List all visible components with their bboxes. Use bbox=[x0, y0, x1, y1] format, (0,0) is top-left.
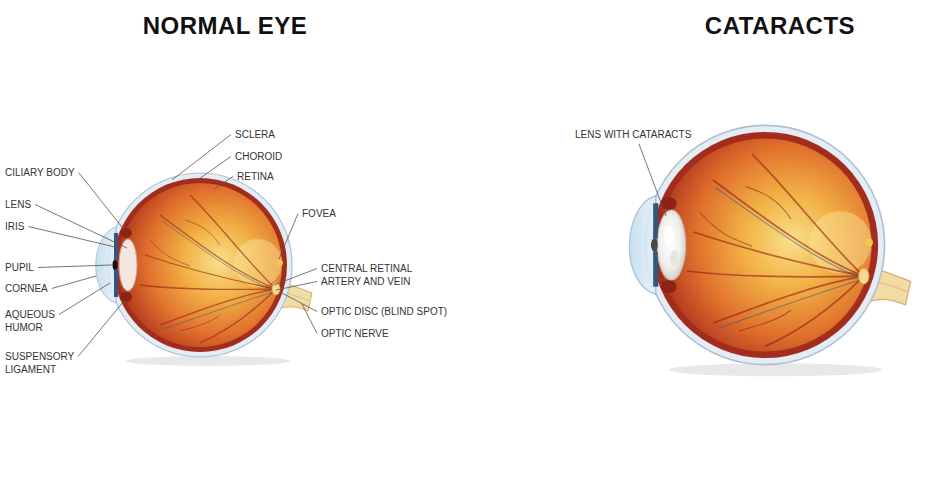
part-label: LENS bbox=[5, 198, 31, 211]
part-label: RETINA bbox=[237, 170, 274, 183]
leader-line bbox=[214, 177, 233, 190]
part-label: LENS WITH CATARACTS bbox=[575, 128, 691, 141]
part-label: CENTRAL RETINAL ARTERY AND VEIN bbox=[321, 262, 433, 288]
leader-line bbox=[52, 276, 96, 289]
part-label: PUPIL bbox=[5, 261, 34, 274]
leader-line bbox=[35, 205, 127, 249]
leader-line bbox=[279, 214, 298, 260]
part-label: SUSPENSORY LIGAMENT bbox=[5, 350, 77, 376]
leader-line bbox=[79, 173, 125, 232]
part-label: CORNEA bbox=[5, 282, 48, 295]
leader-line bbox=[196, 157, 231, 182]
leader-line bbox=[78, 301, 124, 357]
part-label: OPTIC NERVE bbox=[321, 327, 389, 340]
leader-line bbox=[280, 292, 317, 312]
leader-line bbox=[302, 304, 317, 334]
part-label: CHOROID bbox=[235, 150, 282, 163]
part-label: FOVEA bbox=[302, 207, 336, 220]
leader-line bbox=[28, 227, 115, 248]
leader-line bbox=[38, 265, 112, 268]
leader-line bbox=[276, 282, 317, 291]
part-label: CILIARY BODY bbox=[5, 166, 75, 179]
leader-line bbox=[172, 135, 231, 181]
part-label: AQUEOUS HUMOR bbox=[5, 308, 65, 334]
part-label: OPTIC DISC (BLIND SPOT) bbox=[321, 305, 447, 318]
part-label: SCLERA bbox=[235, 128, 275, 141]
diagram-heading: CATARACTS bbox=[705, 12, 855, 40]
part-label: IRIS bbox=[5, 220, 24, 233]
leader-line bbox=[59, 283, 110, 315]
leader-line bbox=[639, 144, 666, 216]
diagram-heading: NORMAL EYE bbox=[143, 12, 308, 40]
